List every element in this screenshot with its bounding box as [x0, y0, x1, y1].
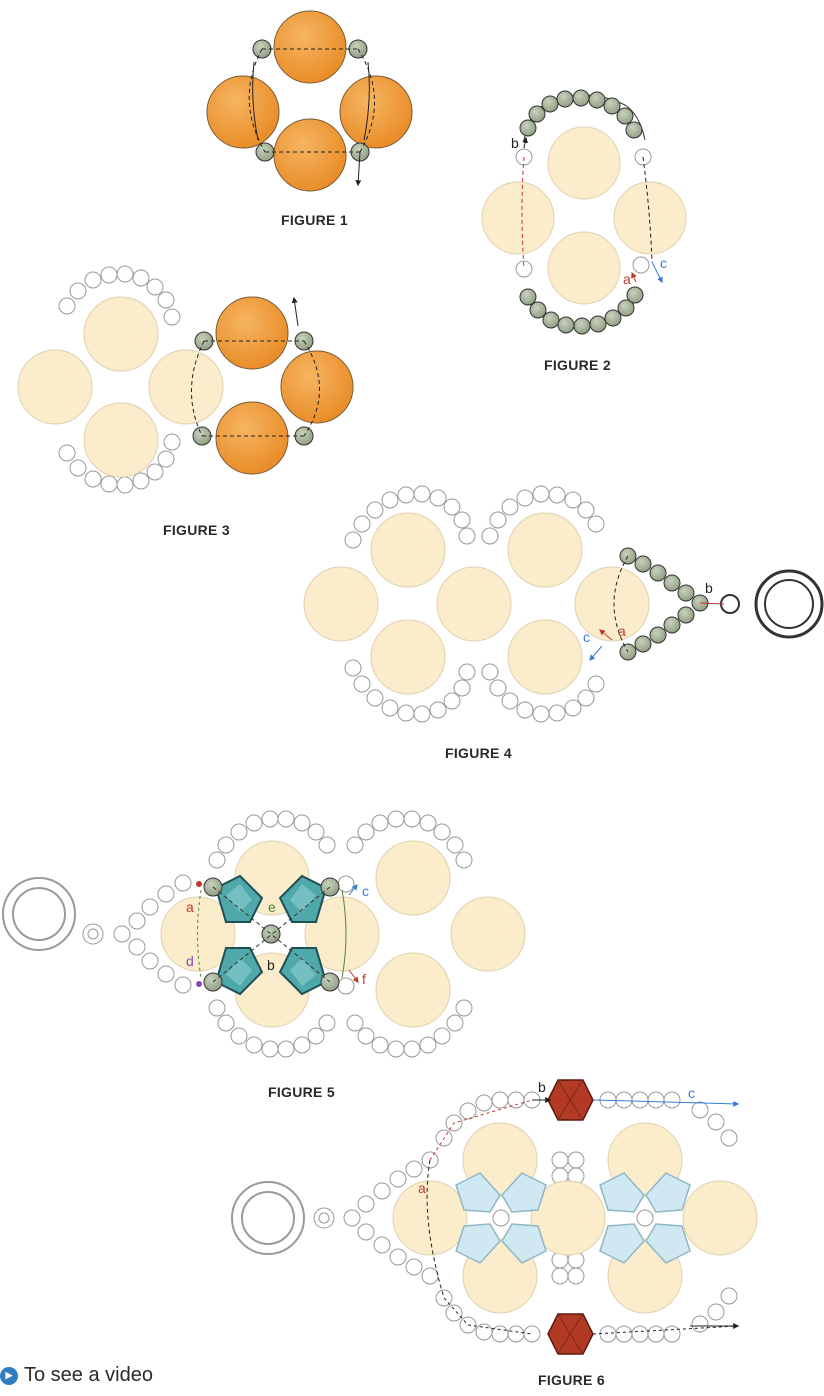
- figure-3-caption: FIGURE 3: [163, 522, 230, 538]
- fig4-label-c: c: [583, 629, 590, 645]
- figure-4-caption: FIGURE 4: [445, 745, 512, 761]
- fig4-label-b: b: [705, 580, 713, 596]
- fig6-label-a: a: [418, 1180, 426, 1196]
- fig5-label-b: b: [267, 957, 275, 973]
- figure-1: [206, 10, 413, 192]
- figure-5: a b c d e f: [2, 810, 526, 1058]
- figure-2-caption: FIGURE 2: [544, 357, 611, 373]
- video-badge-icon: ▶: [0, 1366, 18, 1385]
- fig5-label-a: a: [186, 899, 194, 915]
- video-note[interactable]: ▶ To see a video: [0, 1364, 153, 1387]
- fig2-label-b: b: [511, 135, 519, 151]
- fig5-label-e: e: [268, 899, 276, 915]
- fig5-label-d: d: [186, 953, 194, 969]
- figure-4: b a c: [303, 485, 824, 723]
- figure-6: b a c: [231, 1079, 758, 1355]
- figure-2: b a c: [481, 89, 687, 335]
- fig2-label-c: c: [660, 255, 667, 271]
- fig5-label-c: c: [362, 883, 369, 899]
- figure-5-caption: FIGURE 5: [268, 1084, 335, 1100]
- figure-3: [17, 265, 354, 494]
- video-note-text[interactable]: To see a video: [24, 1364, 153, 1386]
- fig4-label-a: a: [618, 623, 626, 639]
- fig6-label-b: b: [538, 1079, 546, 1095]
- figure-1-caption: FIGURE 1: [281, 212, 348, 228]
- figure-6-caption: FIGURE 6: [538, 1372, 605, 1388]
- fig2-label-a: a: [623, 271, 631, 287]
- fig5-label-f: f: [362, 971, 366, 987]
- fig6-label-c: c: [688, 1085, 695, 1101]
